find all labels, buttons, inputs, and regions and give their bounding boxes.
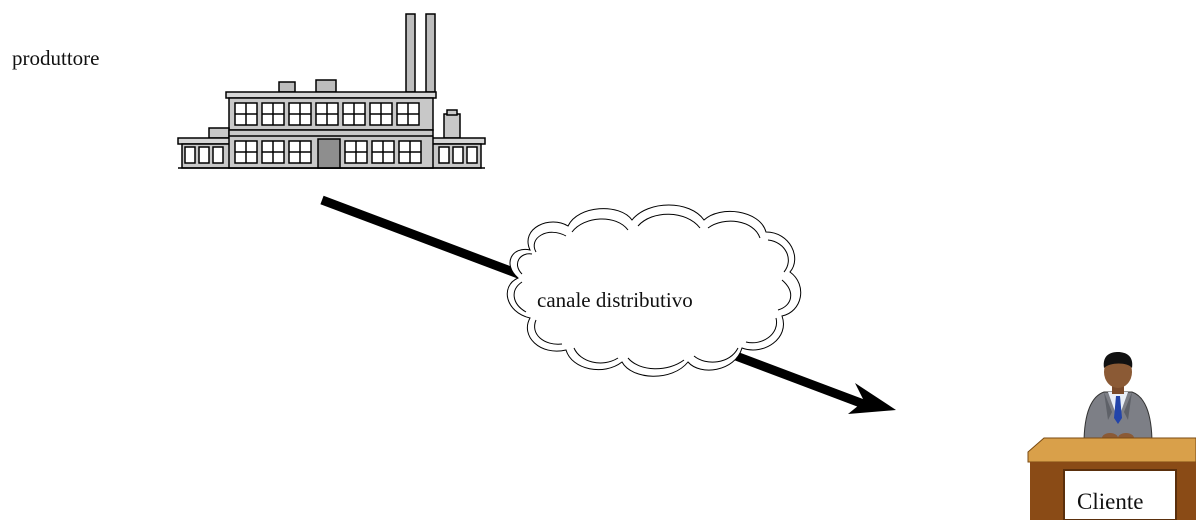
- channel-label: canale distributivo: [537, 288, 693, 312]
- businessman-at-desk-icon: [1027, 352, 1196, 520]
- client-label: Cliente: [1077, 489, 1144, 514]
- factory-icon: [177, 13, 486, 169]
- cloud-icon: [506, 204, 802, 377]
- flow-arrowhead: [848, 383, 896, 414]
- producer-label: produttore: [12, 46, 100, 70]
